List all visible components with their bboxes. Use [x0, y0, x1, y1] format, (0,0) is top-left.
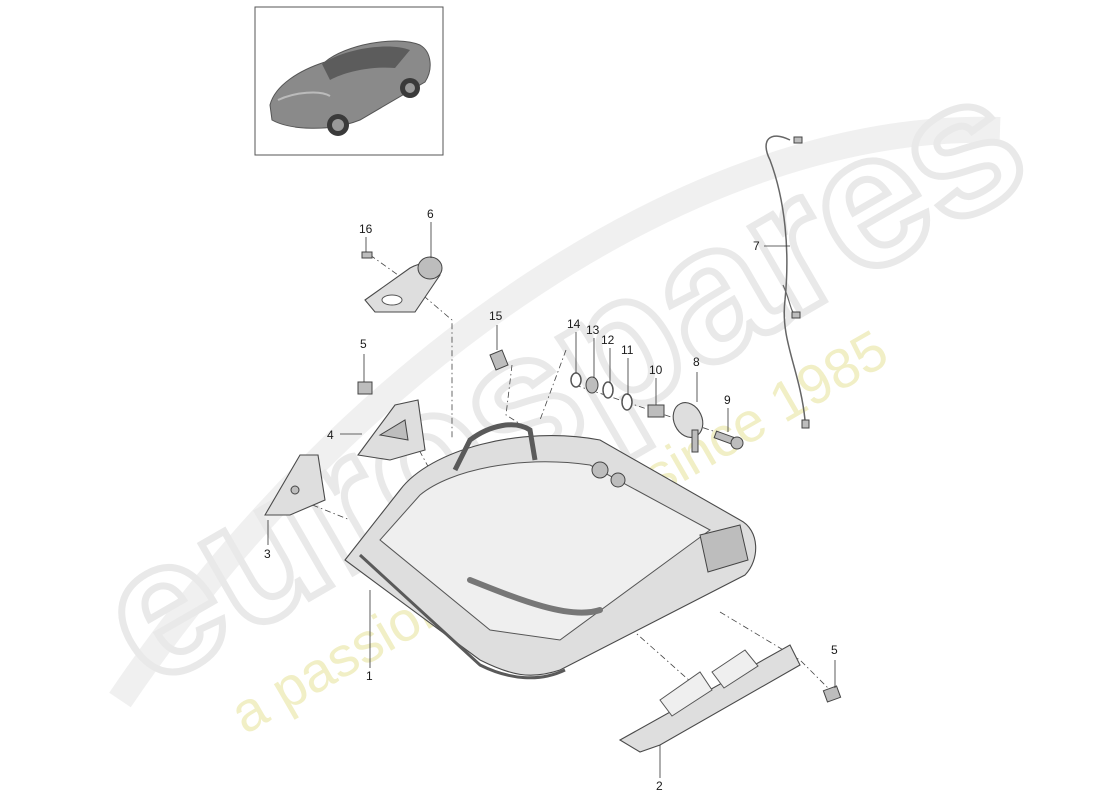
- small-screw-part: [361, 251, 373, 259]
- callout-9[interactable]: 9: [724, 393, 731, 407]
- callout-7[interactable]: 7: [753, 239, 760, 253]
- callout-12[interactable]: 12: [601, 333, 615, 347]
- callout-15[interactable]: 15: [489, 309, 503, 323]
- side-bracket-part: [264, 454, 326, 516]
- callout-16[interactable]: 16: [359, 222, 373, 236]
- callout-8[interactable]: 8: [693, 355, 700, 369]
- handwheel-part: [672, 402, 704, 453]
- callout-3[interactable]: 3: [264, 547, 271, 561]
- leader-lines: [267, 222, 836, 778]
- grommet-part: [489, 349, 509, 371]
- hardware-parts: [361, 251, 744, 453]
- vehicle-thumbnail: [254, 6, 444, 156]
- spindle-part: [647, 404, 665, 418]
- washer-part: [570, 372, 633, 411]
- car-thumbnail-icon: [269, 40, 431, 136]
- lower-bracket-part: [618, 644, 801, 753]
- bezel-part: [364, 256, 443, 313]
- mounting-bracket-part: [357, 399, 426, 461]
- callouts: 1 2 3 4 5 5 6 7 8 9 10 11 12 13 14 15 16: [264, 207, 838, 793]
- callout-6[interactable]: 6: [427, 207, 434, 221]
- callout-2[interactable]: 2: [656, 779, 663, 793]
- callout-5-upper[interactable]: 5: [360, 337, 367, 351]
- callout-11[interactable]: 11: [621, 343, 634, 357]
- wiring-harness-part: [765, 135, 810, 429]
- callout-13[interactable]: 13: [586, 323, 600, 337]
- screw-part: [713, 430, 744, 450]
- bolt-part: [357, 381, 842, 703]
- callout-5-lower[interactable]: 5: [831, 643, 838, 657]
- seat-frame-part: [344, 422, 757, 680]
- callout-4[interactable]: 4: [327, 428, 334, 442]
- callout-1[interactable]: 1: [366, 669, 373, 683]
- callout-14[interactable]: 14: [567, 317, 581, 331]
- callout-10[interactable]: 10: [649, 363, 663, 377]
